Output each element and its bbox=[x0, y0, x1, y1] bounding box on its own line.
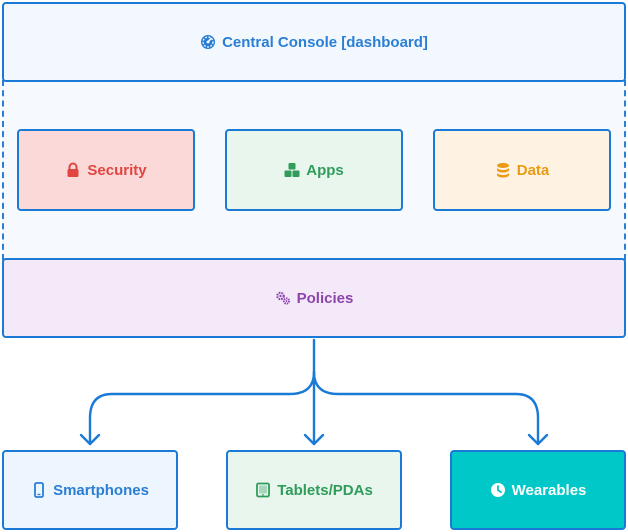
policies-node: Policies bbox=[2, 258, 626, 338]
security-node: Security bbox=[17, 129, 195, 211]
tablet-icon bbox=[255, 482, 271, 498]
data-node: Data bbox=[433, 129, 611, 211]
dashboard-gauge-icon bbox=[200, 34, 216, 50]
wearables-label: Wearables bbox=[511, 481, 587, 499]
smartphones-node: Smartphones bbox=[2, 450, 178, 530]
data-label: Data bbox=[516, 161, 550, 179]
central-console-label: Central Console [dashboard] bbox=[222, 33, 428, 51]
apps-node: Apps bbox=[225, 129, 403, 211]
arrowhead-tablets bbox=[303, 433, 325, 446]
cubes-icon bbox=[284, 162, 300, 178]
wearables-node: Wearables bbox=[450, 450, 626, 530]
clock-icon bbox=[490, 482, 506, 498]
tablets-label: Tablets/PDAs bbox=[277, 481, 373, 499]
mobile-phone-icon bbox=[31, 482, 47, 498]
smartphones-label: Smartphones bbox=[53, 481, 149, 499]
tablets-node: Tablets/PDAs bbox=[226, 450, 402, 530]
apps-label: Apps bbox=[306, 161, 344, 179]
connector-to-smartphones bbox=[88, 370, 316, 446]
connector-to-wearables bbox=[312, 370, 540, 446]
central-console-node: Central Console [dashboard] bbox=[2, 2, 626, 82]
database-icon bbox=[495, 162, 511, 178]
policies-label: Policies bbox=[296, 289, 354, 307]
arrowhead-smartphones bbox=[79, 433, 101, 446]
lock-icon bbox=[65, 162, 81, 178]
arrowhead-wearables bbox=[527, 433, 549, 446]
security-label: Security bbox=[87, 161, 147, 179]
gears-icon bbox=[275, 290, 291, 306]
